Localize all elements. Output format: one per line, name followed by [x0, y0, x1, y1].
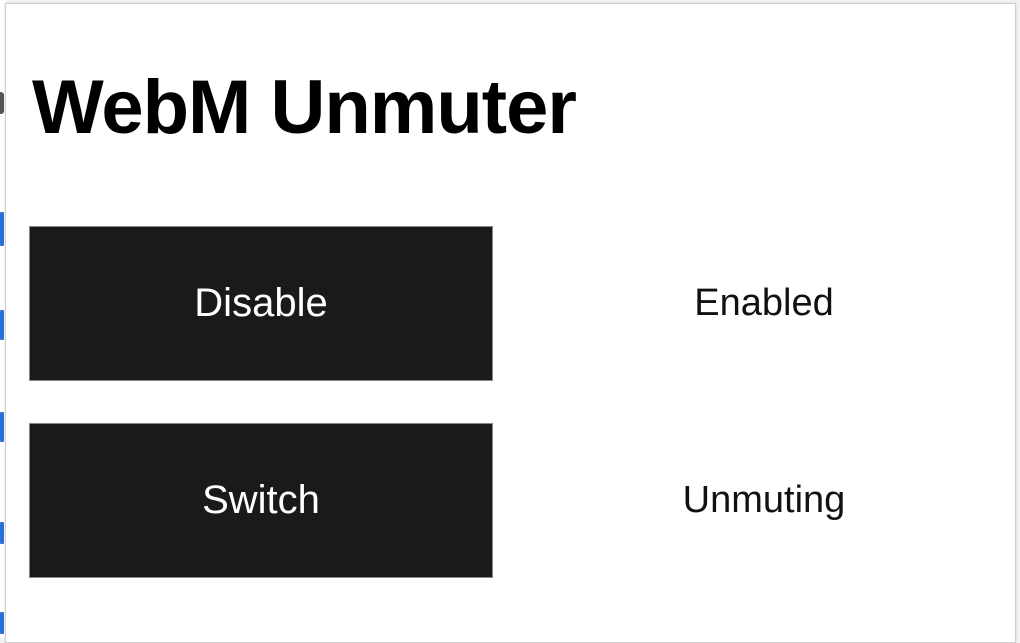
background-link[interactable] — [0, 522, 4, 544]
enabled-status: Enabled — [694, 282, 834, 324]
background-page-edge — [0, 0, 6, 638]
background-page-element — [0, 92, 4, 114]
background-link[interactable] — [0, 612, 4, 634]
background-link[interactable] — [0, 212, 4, 246]
toggle-row: Disable Enabled — [29, 226, 929, 381]
disable-button[interactable]: Disable — [29, 226, 493, 381]
mode-row: Switch Unmuting — [29, 423, 929, 578]
background-link[interactable] — [0, 412, 4, 442]
popup-title: WebM Unmuter — [32, 65, 577, 150]
background-link[interactable] — [0, 310, 4, 340]
switch-button[interactable]: Switch — [29, 423, 493, 578]
extension-popup: WebM Unmuter Disable Enabled Switch Unmu… — [5, 3, 1016, 643]
mode-status: Unmuting — [682, 479, 846, 521]
